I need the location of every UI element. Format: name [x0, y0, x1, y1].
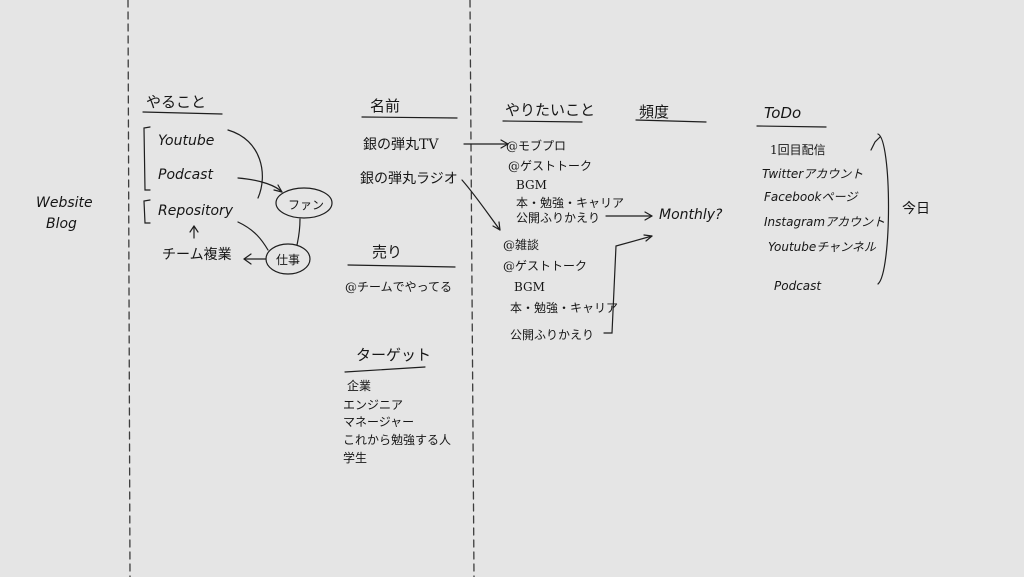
- strength-item-team: @チームでやってる: [345, 280, 453, 294]
- want1-mobpro: @モブプロ: [506, 139, 567, 153]
- fold-line-right: [469, 0, 475, 577]
- todo-item-repository: Repository: [158, 203, 234, 219]
- frequency-value: Monthly?: [659, 207, 723, 223]
- task-check-mark: [870, 136, 881, 151]
- want1-book-career: 本・勉強・キャリア: [516, 196, 625, 210]
- todo-item-youtube: Youtube: [158, 133, 215, 149]
- fan-bubble-label: ファン: [288, 198, 325, 212]
- freq-title-underline: [635, 119, 707, 123]
- task-item-podcast: Podcast: [774, 279, 822, 293]
- target-item-company: 企業: [347, 379, 372, 393]
- target-item-engineer: エンジニア: [343, 398, 404, 412]
- want1-public-review: 公開ふりかえり: [516, 211, 601, 225]
- target-section-title: ターゲット: [356, 346, 432, 364]
- target-item-student: 学生: [343, 451, 368, 465]
- todo-bracket-2: [143, 199, 151, 224]
- task-bracket: [877, 133, 890, 285]
- want2-book-career: 本・勉強・キャリア: [510, 301, 619, 315]
- want1-bgm: BGM: [516, 178, 547, 192]
- work-bubble-label: 仕事: [276, 253, 301, 267]
- target-item-learner: これから勉強する人: [343, 433, 452, 447]
- blog-label: Blog: [46, 216, 77, 232]
- name-section-title: 名前: [370, 97, 401, 115]
- task-item-twitter: Twitterアカウント: [762, 167, 864, 181]
- strength-title-underline: [347, 264, 456, 268]
- fold-line-left: [127, 0, 131, 577]
- website-label: Website: [36, 195, 93, 211]
- name-title-underline: [361, 116, 458, 119]
- todo-bracket-1: [143, 126, 151, 191]
- todo-title-underline: [142, 111, 223, 115]
- todo-section-title: やること: [146, 93, 207, 111]
- task-bracket-label-today: 今日: [902, 201, 930, 217]
- todo-item-team: チーム複業: [162, 247, 232, 263]
- name-item-radio: 銀の弾丸ラジオ: [360, 171, 458, 187]
- review2-to-monthly-arrow: [603, 235, 653, 334]
- task-item-youtube-channel: Youtubeチャンネル: [768, 240, 876, 254]
- repo-to-work-arrow: [237, 221, 269, 251]
- task-item-facebook: Facebookページ: [764, 190, 858, 204]
- todo-item-podcast: Podcast: [158, 167, 213, 183]
- target-item-manager: マネージャー: [343, 415, 415, 429]
- want-section-title: やりたいこと: [505, 101, 596, 119]
- name-item-tv: 銀の弾丸TV: [363, 137, 439, 153]
- want2-guest-talk: @ゲストトーク: [503, 259, 588, 273]
- want-title-underline: [502, 120, 583, 123]
- want2-public-review: 公開ふりかえり: [510, 328, 595, 342]
- task-item-instagram: Instagramアカウント: [764, 215, 886, 229]
- task-section-title: ToDo: [764, 104, 802, 122]
- radio-to-group2-arrow: [461, 179, 501, 231]
- frequency-section-title: 頻度: [639, 103, 670, 121]
- fan-bubble-outline: [275, 187, 333, 219]
- fan-to-work-arrow: [296, 218, 301, 246]
- task-item-first-broadcast: 1回目配信: [770, 143, 826, 157]
- want2-bgm: BGM: [514, 280, 545, 294]
- podcast-to-fan-arrow: [237, 177, 283, 193]
- task-title-underline: [756, 125, 827, 128]
- strength-section-title: 売り: [372, 243, 403, 261]
- want1-guest-talk: @ゲストトーク: [508, 159, 593, 173]
- target-title-underline: [344, 366, 426, 373]
- want2-chat: @雑談: [503, 238, 540, 252]
- youtube-to-fan-arrow: [227, 129, 263, 199]
